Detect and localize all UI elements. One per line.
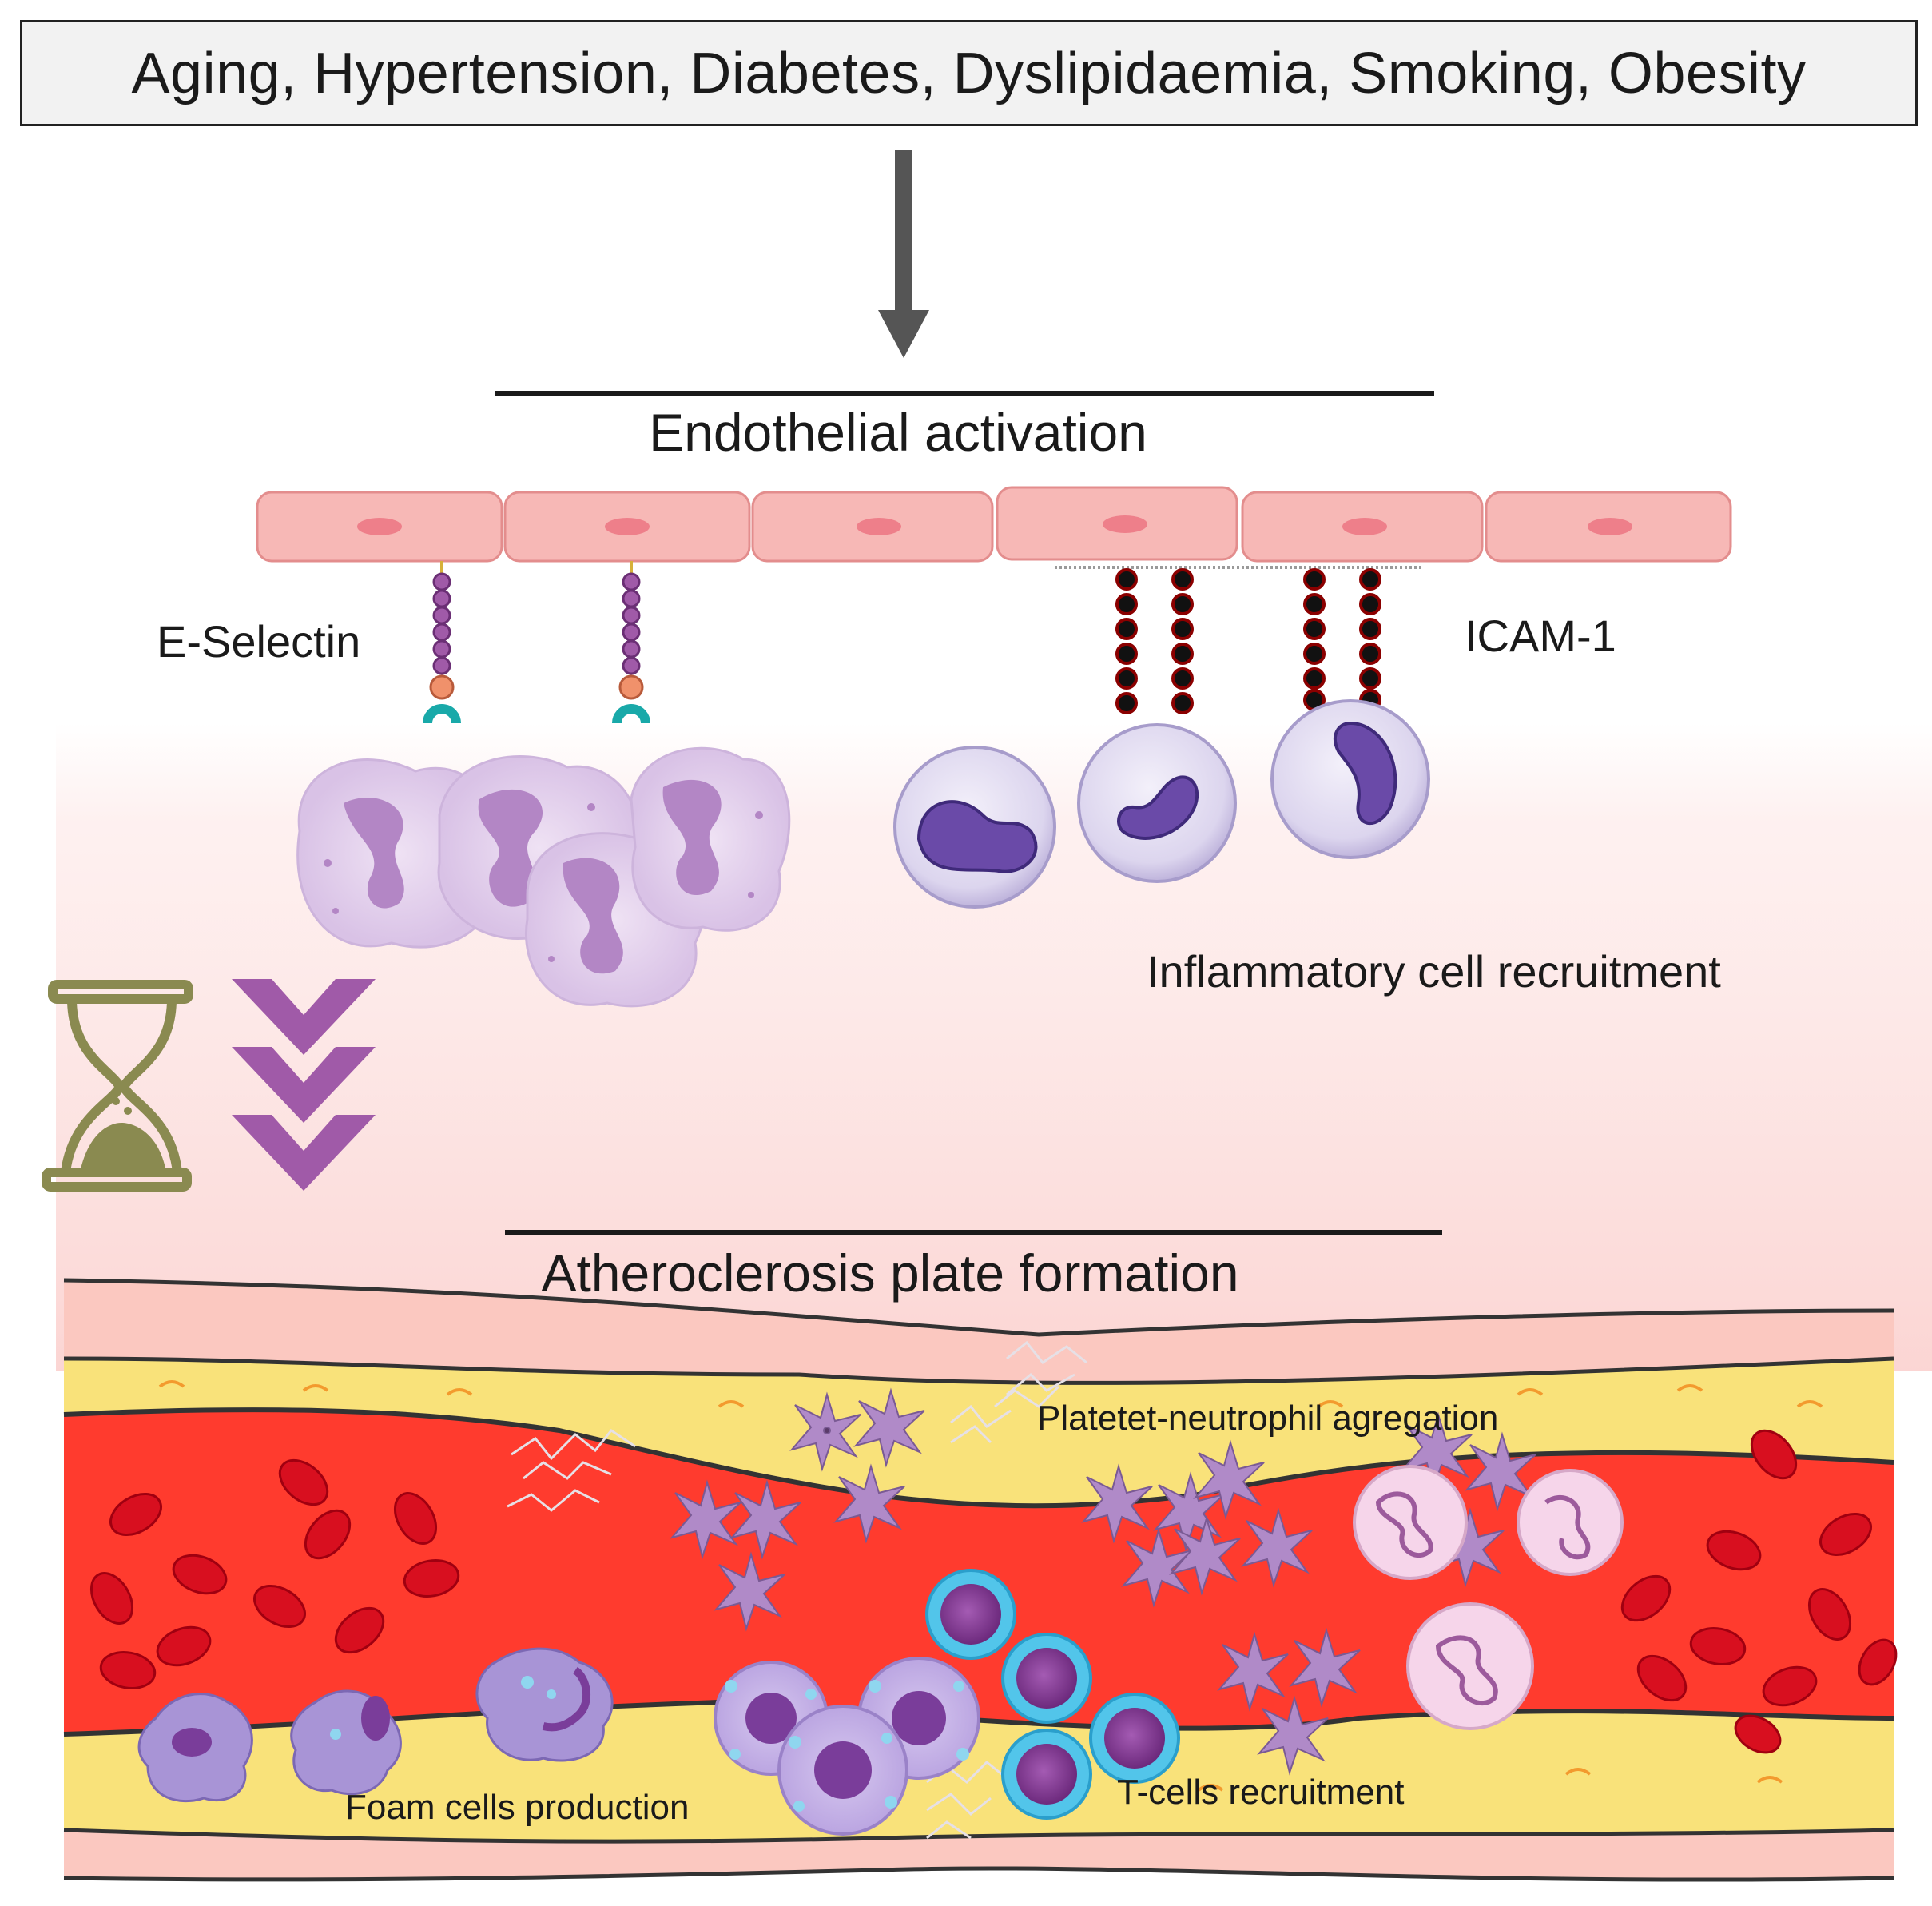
t-cells-label: T-cells recruitment <box>1117 1773 1405 1812</box>
macrophage <box>290 1689 402 1796</box>
lymphocyte <box>1077 723 1237 883</box>
red-blood-cells <box>89 1429 1898 1754</box>
lumen-neutrophil <box>1517 1469 1624 1576</box>
neutrophil <box>630 746 791 932</box>
e-selectin-chain <box>612 561 650 724</box>
t-cells <box>925 1569 1180 1820</box>
endothelial-cell <box>256 491 503 563</box>
t-cell <box>1001 1633 1092 1724</box>
icam1-label: ICAM-1 <box>1465 611 1616 661</box>
endothelial-layer <box>256 486 1732 569</box>
lumen-neutrophil <box>1353 1465 1468 1580</box>
endothelial-cell <box>1241 491 1484 563</box>
risk-factors-text: Aging, Hypertension, Diabetes, Dyslipida… <box>131 41 1807 105</box>
endothelial-cell <box>503 491 751 563</box>
icam1-chain <box>1303 568 1381 711</box>
foam-cell <box>777 1705 908 1836</box>
e-selectin-label: E-Selectin <box>157 616 361 667</box>
chevron-down-icon <box>232 979 376 1191</box>
platelet-aggregation-label: Platetet-neutrophil agregation <box>1037 1399 1499 1438</box>
risk-factors-box: Aging, Hypertension, Diabetes, Dyslipida… <box>20 20 1918 126</box>
endothelial-cell <box>751 491 994 563</box>
endothelial-activation-title: Endothelial activation <box>649 403 1147 462</box>
macrophage <box>475 1647 614 1762</box>
down-arrow <box>878 150 929 358</box>
atherosclerosis-title: Atheroclerosis plate formation <box>541 1243 1239 1303</box>
t-cell <box>925 1569 1016 1660</box>
lymphocyte <box>893 746 1056 909</box>
neutrophil-cluster <box>296 746 791 1008</box>
endothelial-cell <box>1485 491 1732 563</box>
lumen-neutrophils <box>1353 1465 1624 1730</box>
macrophage <box>137 1693 253 1803</box>
inflammatory-recruitment-label: Inflammatory cell recruitment <box>1147 946 1721 997</box>
fibrin-mesh <box>507 1340 1087 1840</box>
t-cell <box>1089 1693 1180 1784</box>
foam-cells <box>714 1657 980 1836</box>
hourglass-icon <box>42 980 193 1192</box>
macrophages <box>137 1647 614 1803</box>
icam1-chain <box>1115 568 1194 714</box>
lumen-neutrophil <box>1406 1602 1534 1730</box>
e-selectin-chain <box>423 561 461 724</box>
lymphocyte <box>1270 699 1430 859</box>
endothelial-cell <box>996 486 1238 561</box>
foam-cells-label: Foam cells production <box>345 1788 690 1827</box>
t-cell <box>1001 1729 1092 1820</box>
